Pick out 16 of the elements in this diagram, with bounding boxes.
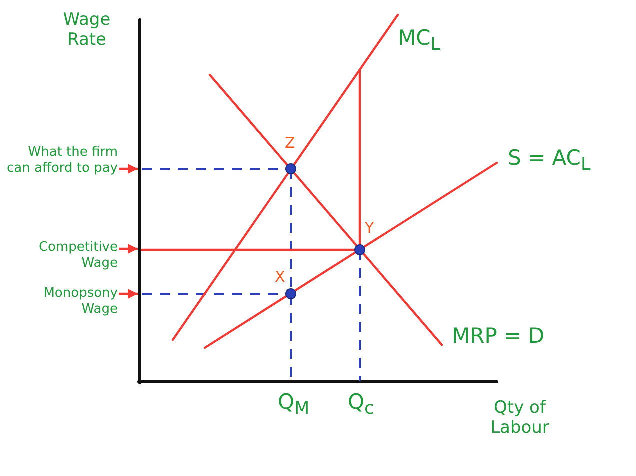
point-label: X — [275, 268, 286, 286]
tick-label: Q$_{M}$ — [278, 390, 310, 420]
axis-annotation: What the firm can afford to pay — [4, 145, 118, 177]
point-label: Y — [365, 219, 374, 237]
curve-label: MC$_{L}$ — [398, 26, 441, 56]
point-label: Z — [285, 134, 296, 152]
axis-title: Qty of Labour — [490, 398, 550, 439]
curve-label: MRP = D — [452, 324, 544, 350]
axis-annotation: Competitive Wage — [4, 240, 118, 272]
tick-label: Q$_{c}$ — [348, 390, 374, 420]
axis-title: Wage Rate — [62, 10, 112, 51]
leader-arrow — [119, 164, 138, 174]
leader-arrow — [119, 289, 138, 299]
curve-label: S = AC$_{L}$ — [508, 146, 591, 176]
axis-annotation: Monopsony Wage — [4, 286, 118, 318]
leader-arrow — [119, 244, 138, 254]
